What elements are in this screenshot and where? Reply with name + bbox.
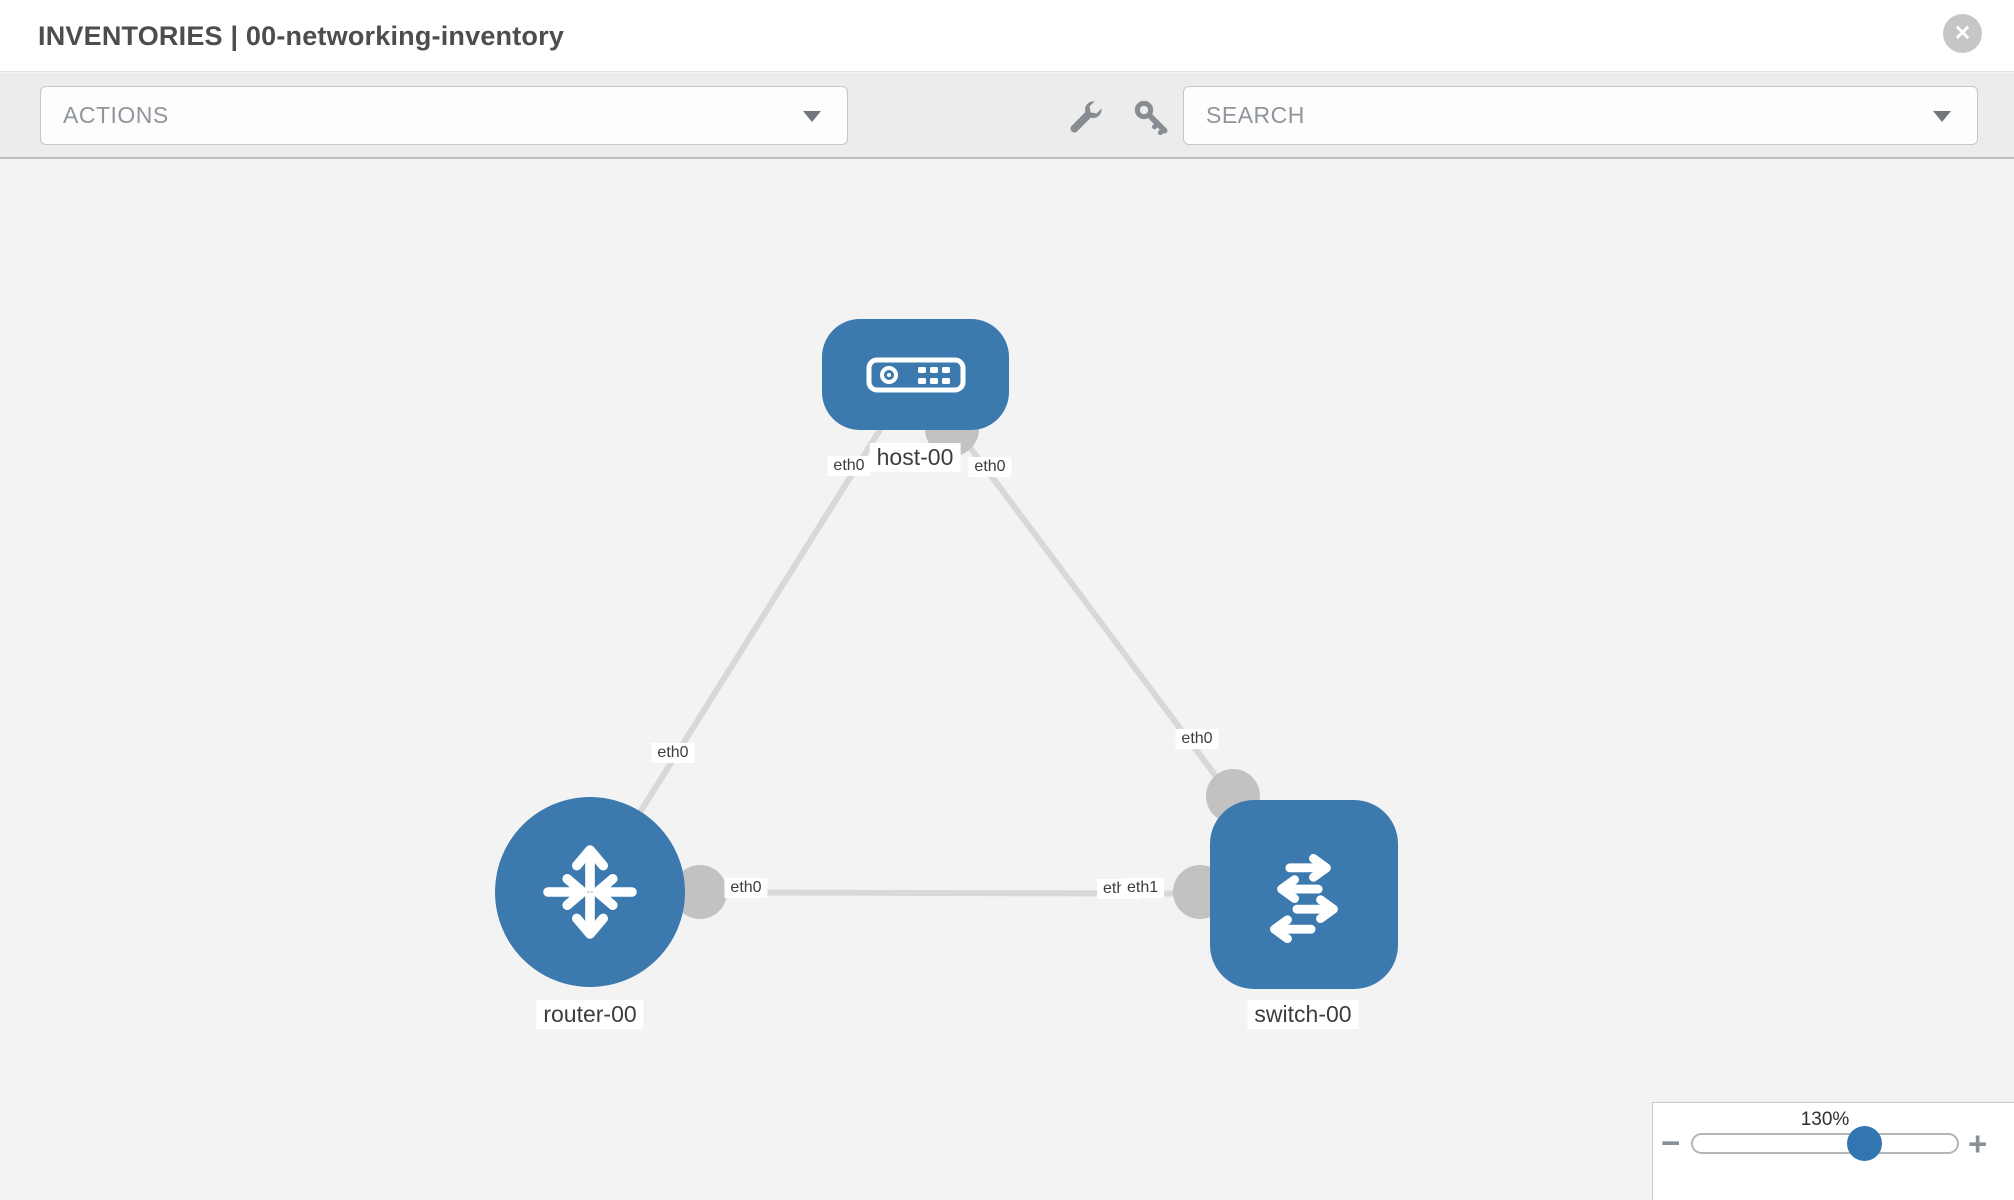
node-router-00[interactable] xyxy=(495,797,685,987)
zoom-slider-track[interactable] xyxy=(1691,1133,1959,1154)
search-dropdown[interactable]: SEARCH xyxy=(1183,86,1978,145)
page-header: INVENTORIES | 00-networking-inventory ✕ xyxy=(0,0,2014,72)
close-icon: ✕ xyxy=(1953,22,1972,45)
toolbar: ACTIONS SEARCH xyxy=(0,73,2014,159)
zoom-slider-thumb[interactable] xyxy=(1847,1126,1882,1161)
tools-button[interactable] xyxy=(1062,95,1108,141)
node-switch-00[interactable] xyxy=(1210,800,1398,989)
interface-connector-router-eth0 xyxy=(673,865,727,919)
node-host-00[interactable] xyxy=(822,319,1009,430)
host-icon xyxy=(866,357,965,392)
zoom-control-panel: 130% − + xyxy=(1652,1102,2014,1200)
zoom-out-button[interactable]: − xyxy=(1661,1124,1681,1161)
iface-label-host-eth0-to-router: eth0 xyxy=(827,456,871,476)
switch-icon xyxy=(1270,853,1338,943)
node-label-switch-00: switch-00 xyxy=(1247,1000,1359,1029)
topology-canvas[interactable]: host-00 router-00 switch-00 eth0 eth0 et… xyxy=(0,161,2014,1200)
iface-label-host-eth0-to-switch: eth0 xyxy=(968,457,1012,477)
search-dropdown-label: SEARCH xyxy=(1206,102,1305,128)
router-icon xyxy=(543,845,637,939)
actions-dropdown-label: ACTIONS xyxy=(63,102,169,128)
zoom-in-button[interactable]: + xyxy=(1968,1125,1988,1162)
iface-label-switch-eth1-to-router: eth1 xyxy=(1121,878,1165,898)
node-label-host-00: host-00 xyxy=(869,443,961,472)
zoom-level-label: 130% xyxy=(1800,1109,1850,1130)
close-button[interactable]: ✕ xyxy=(1943,14,1982,53)
page-title: INVENTORIES | 00-networking-inventory xyxy=(38,21,565,51)
actions-dropdown[interactable]: ACTIONS xyxy=(40,86,848,145)
iface-label-router-eth0-to-host: eth0 xyxy=(651,743,695,763)
node-label-router-00: router-00 xyxy=(536,1000,644,1029)
key-icon xyxy=(1134,100,1168,136)
iface-label-router-eth0-to-switch: eth0 xyxy=(724,878,768,898)
chevron-down-icon xyxy=(1933,110,1951,122)
chevron-down-icon xyxy=(803,110,821,122)
iface-label-switch-eth0-to-host: eth0 xyxy=(1175,729,1219,749)
credentials-button[interactable] xyxy=(1129,95,1175,141)
wrench-icon xyxy=(1070,101,1102,133)
